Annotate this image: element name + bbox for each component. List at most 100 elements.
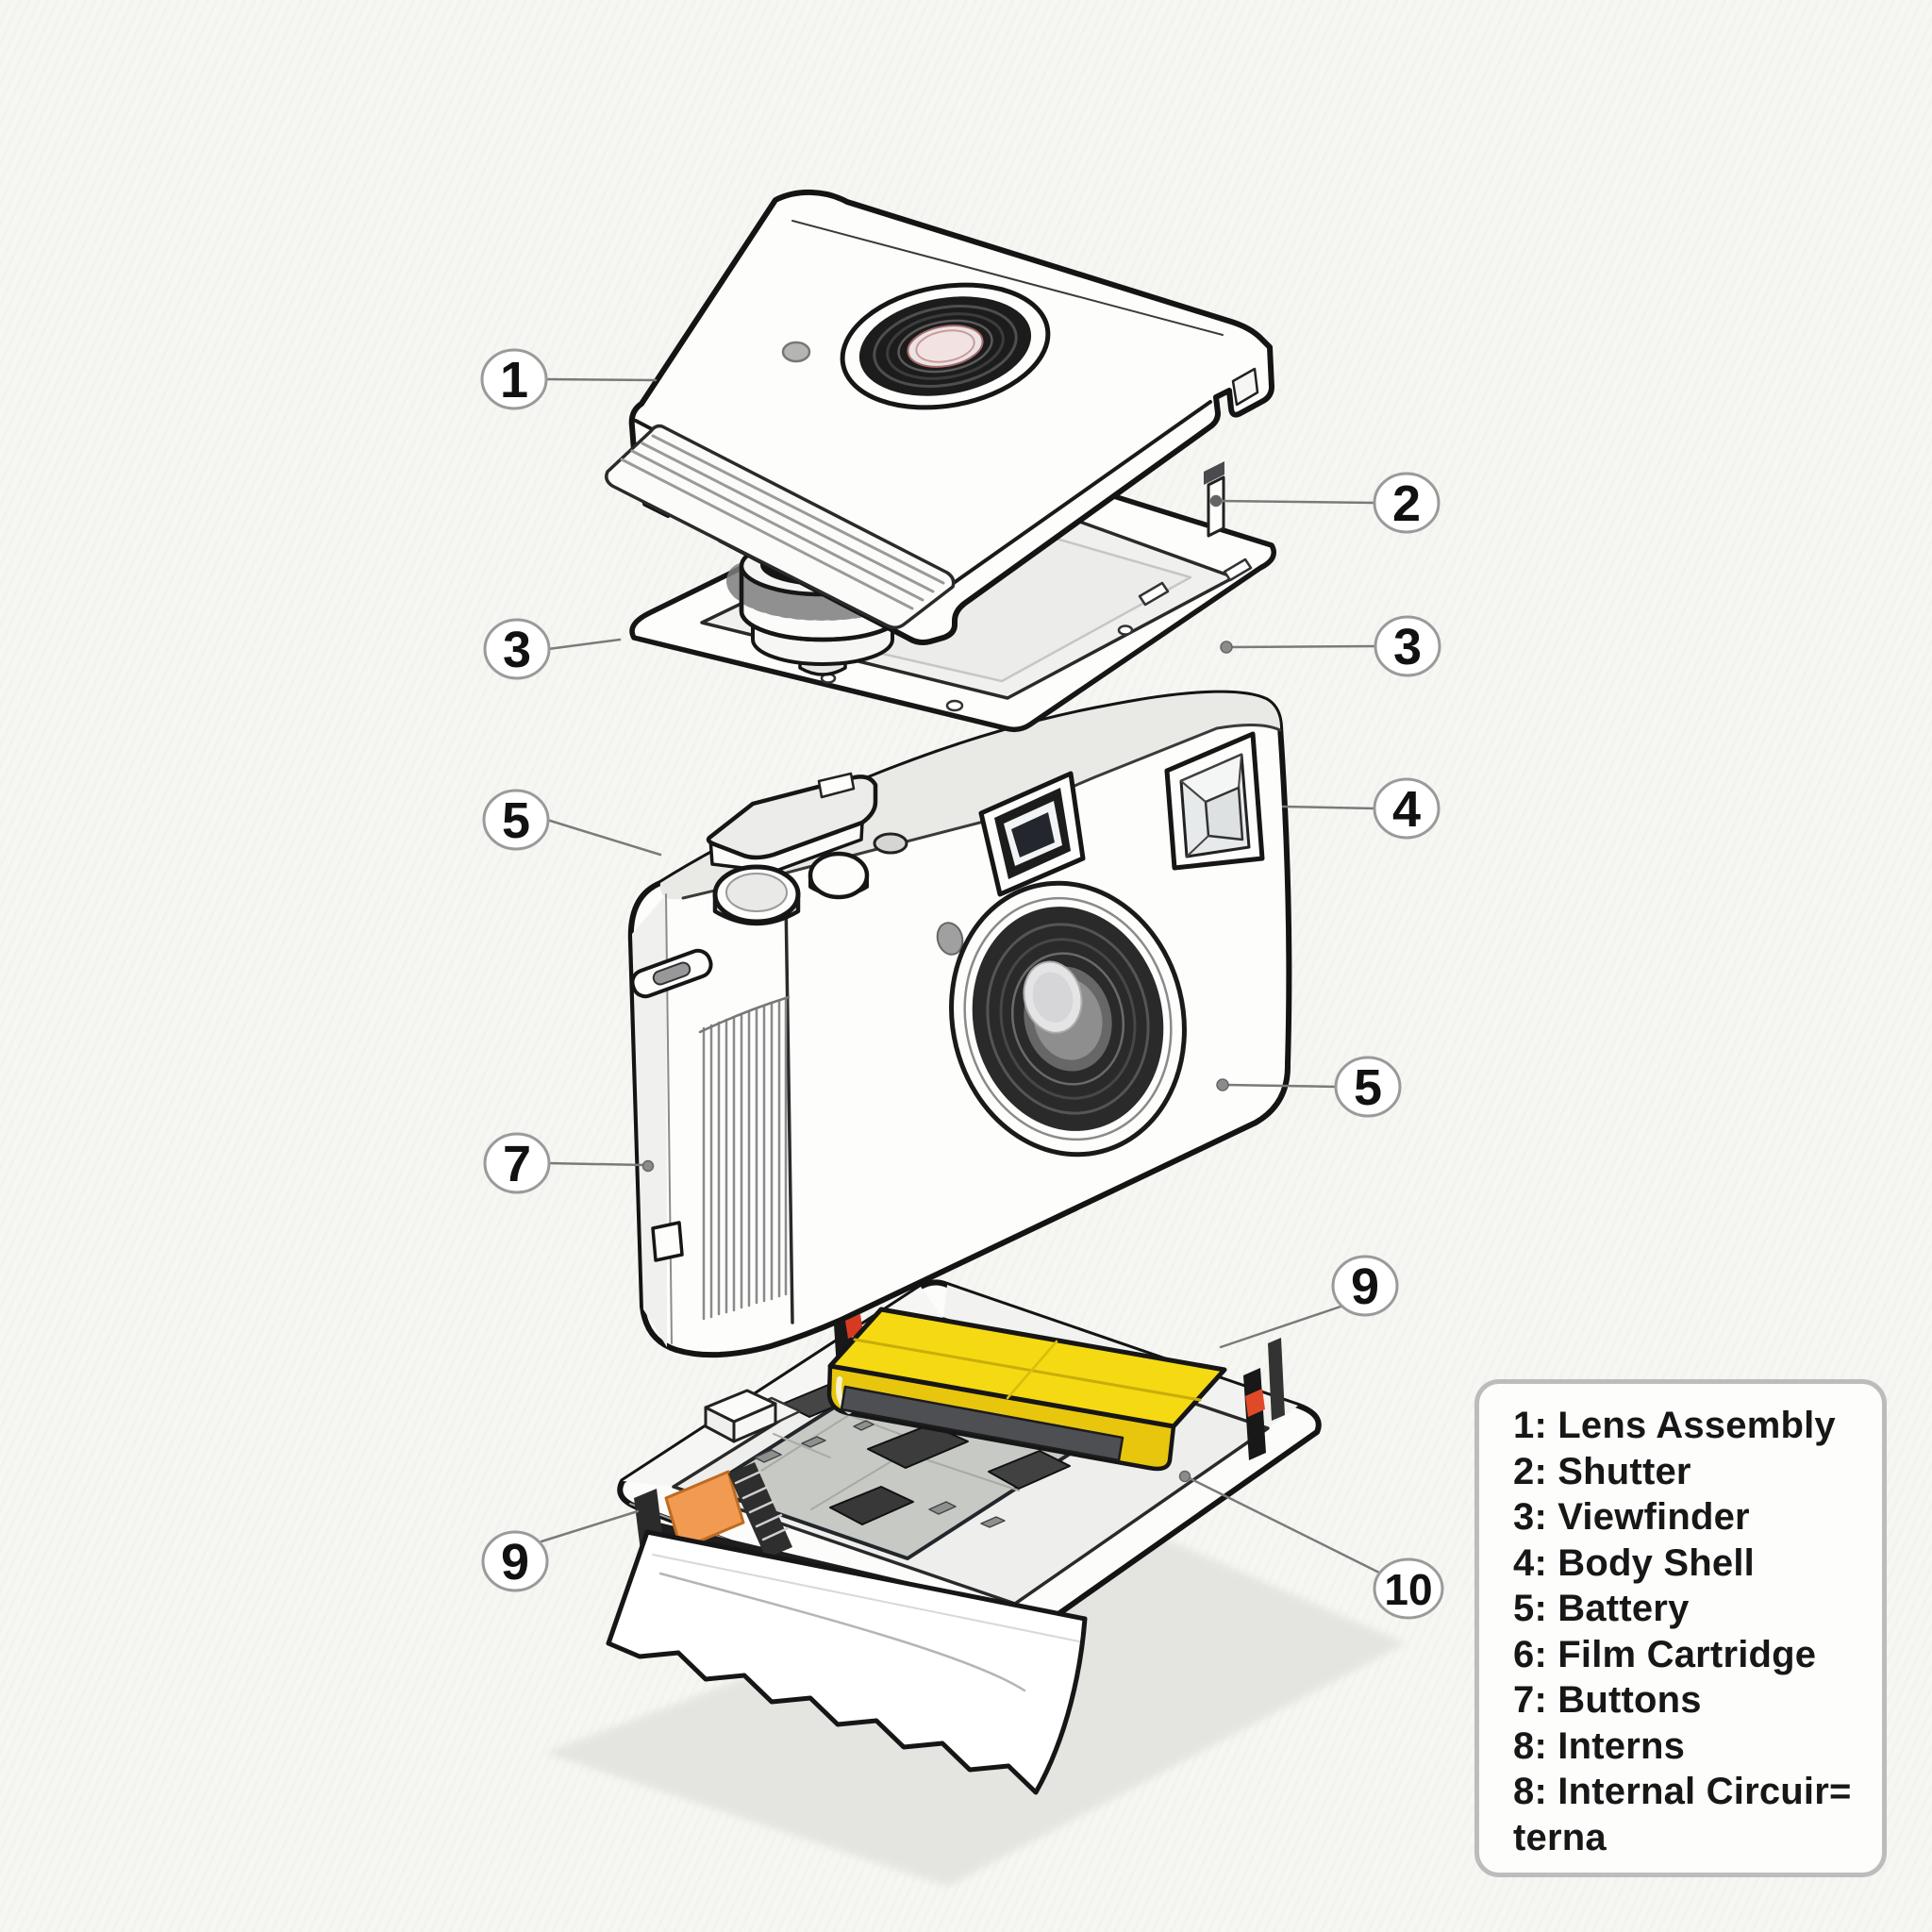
- callout-circle: [1331, 1255, 1399, 1317]
- button-top: [808, 851, 870, 900]
- callout-circle: [483, 618, 551, 680]
- callout-circle: [1374, 615, 1441, 677]
- cover-ridged-pad: [605, 424, 956, 629]
- grip-ribs-top-edge: [698, 995, 791, 1034]
- dot-7: [641, 1159, 655, 1173]
- legend-item: 7: Buttons: [1513, 1679, 1702, 1721]
- callouts: 1 2 3 3 4 5 5: [480, 348, 1444, 1620]
- legend-item: 5: Battery: [1513, 1588, 1690, 1629]
- callout-9-left: 9: [481, 1530, 549, 1592]
- button-top-inner: [725, 873, 788, 912]
- callout-number: 9: [1351, 1258, 1379, 1315]
- leader-9r: [1219, 1304, 1345, 1349]
- top-cover: [605, 190, 1274, 645]
- chip-large: [867, 1424, 969, 1469]
- leader-9l: [540, 1509, 640, 1543]
- callout-number: 2: [1392, 475, 1421, 532]
- callout-3-left: 3: [483, 618, 551, 680]
- callout-5-left: 5: [482, 789, 550, 851]
- viewfinder-window: [978, 771, 1086, 897]
- rim-notch-3: [1138, 581, 1170, 607]
- leader-4: [1281, 805, 1377, 810]
- front-lens: [949, 880, 1187, 1158]
- callout-number: 3: [1393, 619, 1422, 675]
- legend-item: 4: Body Shell: [1513, 1541, 1755, 1584]
- bottom-shell: [606, 1279, 1322, 1795]
- dot-3r: [1220, 641, 1233, 654]
- rim-hole-1: [945, 699, 964, 712]
- body-top-face-edge: [681, 723, 1282, 900]
- ring-glass-inner: [915, 329, 975, 363]
- leader-1: [543, 377, 658, 382]
- callout-circle: [1373, 472, 1441, 534]
- film-strip: [606, 1529, 1088, 1795]
- vf-glass-dark: [1011, 812, 1055, 858]
- callout-circle: [481, 1530, 549, 1592]
- rim-box-top: [704, 1389, 777, 1424]
- callout-number: 5: [502, 792, 530, 849]
- body-seam-right: [784, 896, 794, 1324]
- ribbon-connector: [664, 1462, 792, 1558]
- callout-circle: [480, 348, 548, 410]
- callout-number: 1: [500, 352, 528, 408]
- chip-4: [829, 1486, 914, 1525]
- leader-3r: [1227, 644, 1378, 649]
- shutter-tab-tip: [1204, 461, 1224, 485]
- ledge-top: [706, 774, 878, 860]
- ledge-notch: [817, 772, 856, 799]
- mode-oval: [873, 832, 908, 855]
- pad-ridges: [620, 434, 945, 610]
- leader-10: [1186, 1475, 1383, 1575]
- film-crease-1: [658, 1572, 1026, 1692]
- leader-7: [546, 1161, 647, 1167]
- callout-circle: [1373, 777, 1441, 840]
- callout-number: 5: [1354, 1059, 1382, 1116]
- connector-comb-teeth: [734, 1470, 790, 1541]
- battery-rail: [840, 1385, 1124, 1462]
- leader-2: [1217, 499, 1377, 505]
- callout-circle: [1373, 1557, 1444, 1620]
- callout-circle: [483, 1132, 551, 1194]
- callout-2: 2: [1373, 472, 1441, 534]
- leader-5l: [545, 818, 662, 857]
- battery-seam-long: [853, 1338, 1202, 1402]
- grip-ribs: [702, 997, 788, 1321]
- cover-inner-line: [791, 220, 1224, 336]
- callout-4: 4: [1373, 777, 1441, 840]
- body-shell: [627, 690, 1292, 1358]
- ring-arc1: [873, 305, 1018, 388]
- leader-lines: [540, 377, 1383, 1575]
- callout-circle: [1334, 1056, 1402, 1118]
- rim-hole-3: [1117, 625, 1134, 636]
- legend-item: 2: Shutter: [1513, 1450, 1691, 1492]
- cover-flange-notch: [1231, 367, 1259, 407]
- chip-3: [988, 1450, 1071, 1490]
- rim-box: [704, 1389, 777, 1443]
- battery-top: [827, 1307, 1227, 1429]
- lens-arc1: [986, 923, 1150, 1115]
- lens-arc3: [1010, 952, 1125, 1086]
- film-sheet: [606, 1529, 1088, 1795]
- leader-3l: [546, 638, 622, 651]
- rim-notch-4: [1223, 558, 1253, 582]
- callout-7: 7: [483, 1132, 551, 1194]
- legend-item: 8: Internal Circuir=: [1513, 1771, 1852, 1812]
- callout-1: 1: [480, 348, 548, 410]
- leader-5r: [1224, 1083, 1339, 1089]
- battery-door-tab: [651, 1221, 684, 1262]
- battery-seam-cross: [1006, 1340, 1058, 1400]
- top-ledge: [706, 772, 878, 874]
- callout-number: 9: [501, 1534, 529, 1591]
- dot-10: [1178, 1470, 1191, 1483]
- window-deep: [1204, 786, 1244, 841]
- legend-item: 1: Lens Assembly: [1513, 1405, 1836, 1446]
- legend-item: terna: [1513, 1816, 1607, 1858]
- legend-item: 6: Film Cartridge: [1513, 1633, 1817, 1675]
- callout-circle: [482, 789, 550, 851]
- legend-item: 8: Interns: [1513, 1724, 1686, 1767]
- window-depth-lines: [1180, 780, 1209, 858]
- battery-terminal-right: [1245, 1389, 1265, 1417]
- body-front-dot: [936, 922, 964, 956]
- callout-number: 3: [503, 622, 531, 678]
